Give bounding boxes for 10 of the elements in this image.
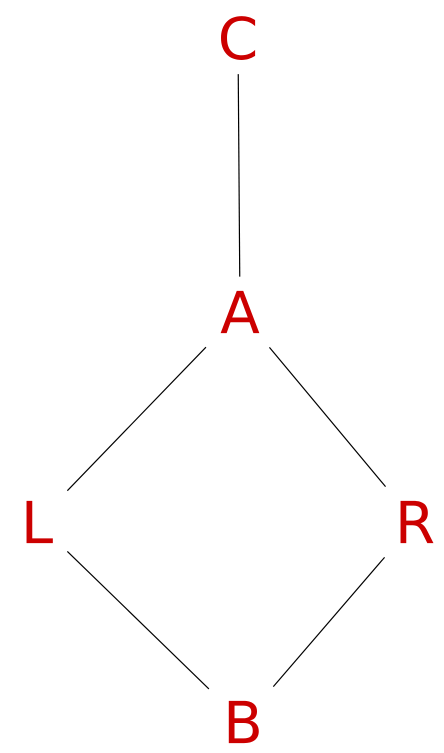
connector-line <box>66 346 206 492</box>
letter-label: C <box>221 16 256 60</box>
connector-line <box>238 74 240 277</box>
letter-label: A <box>220 290 260 334</box>
connector-line <box>268 346 386 488</box>
letter-label: R <box>400 500 434 544</box>
connector-line <box>272 556 386 688</box>
connector-line <box>66 551 210 690</box>
letter-label: L <box>26 500 53 544</box>
letter-label: B <box>228 700 259 744</box>
